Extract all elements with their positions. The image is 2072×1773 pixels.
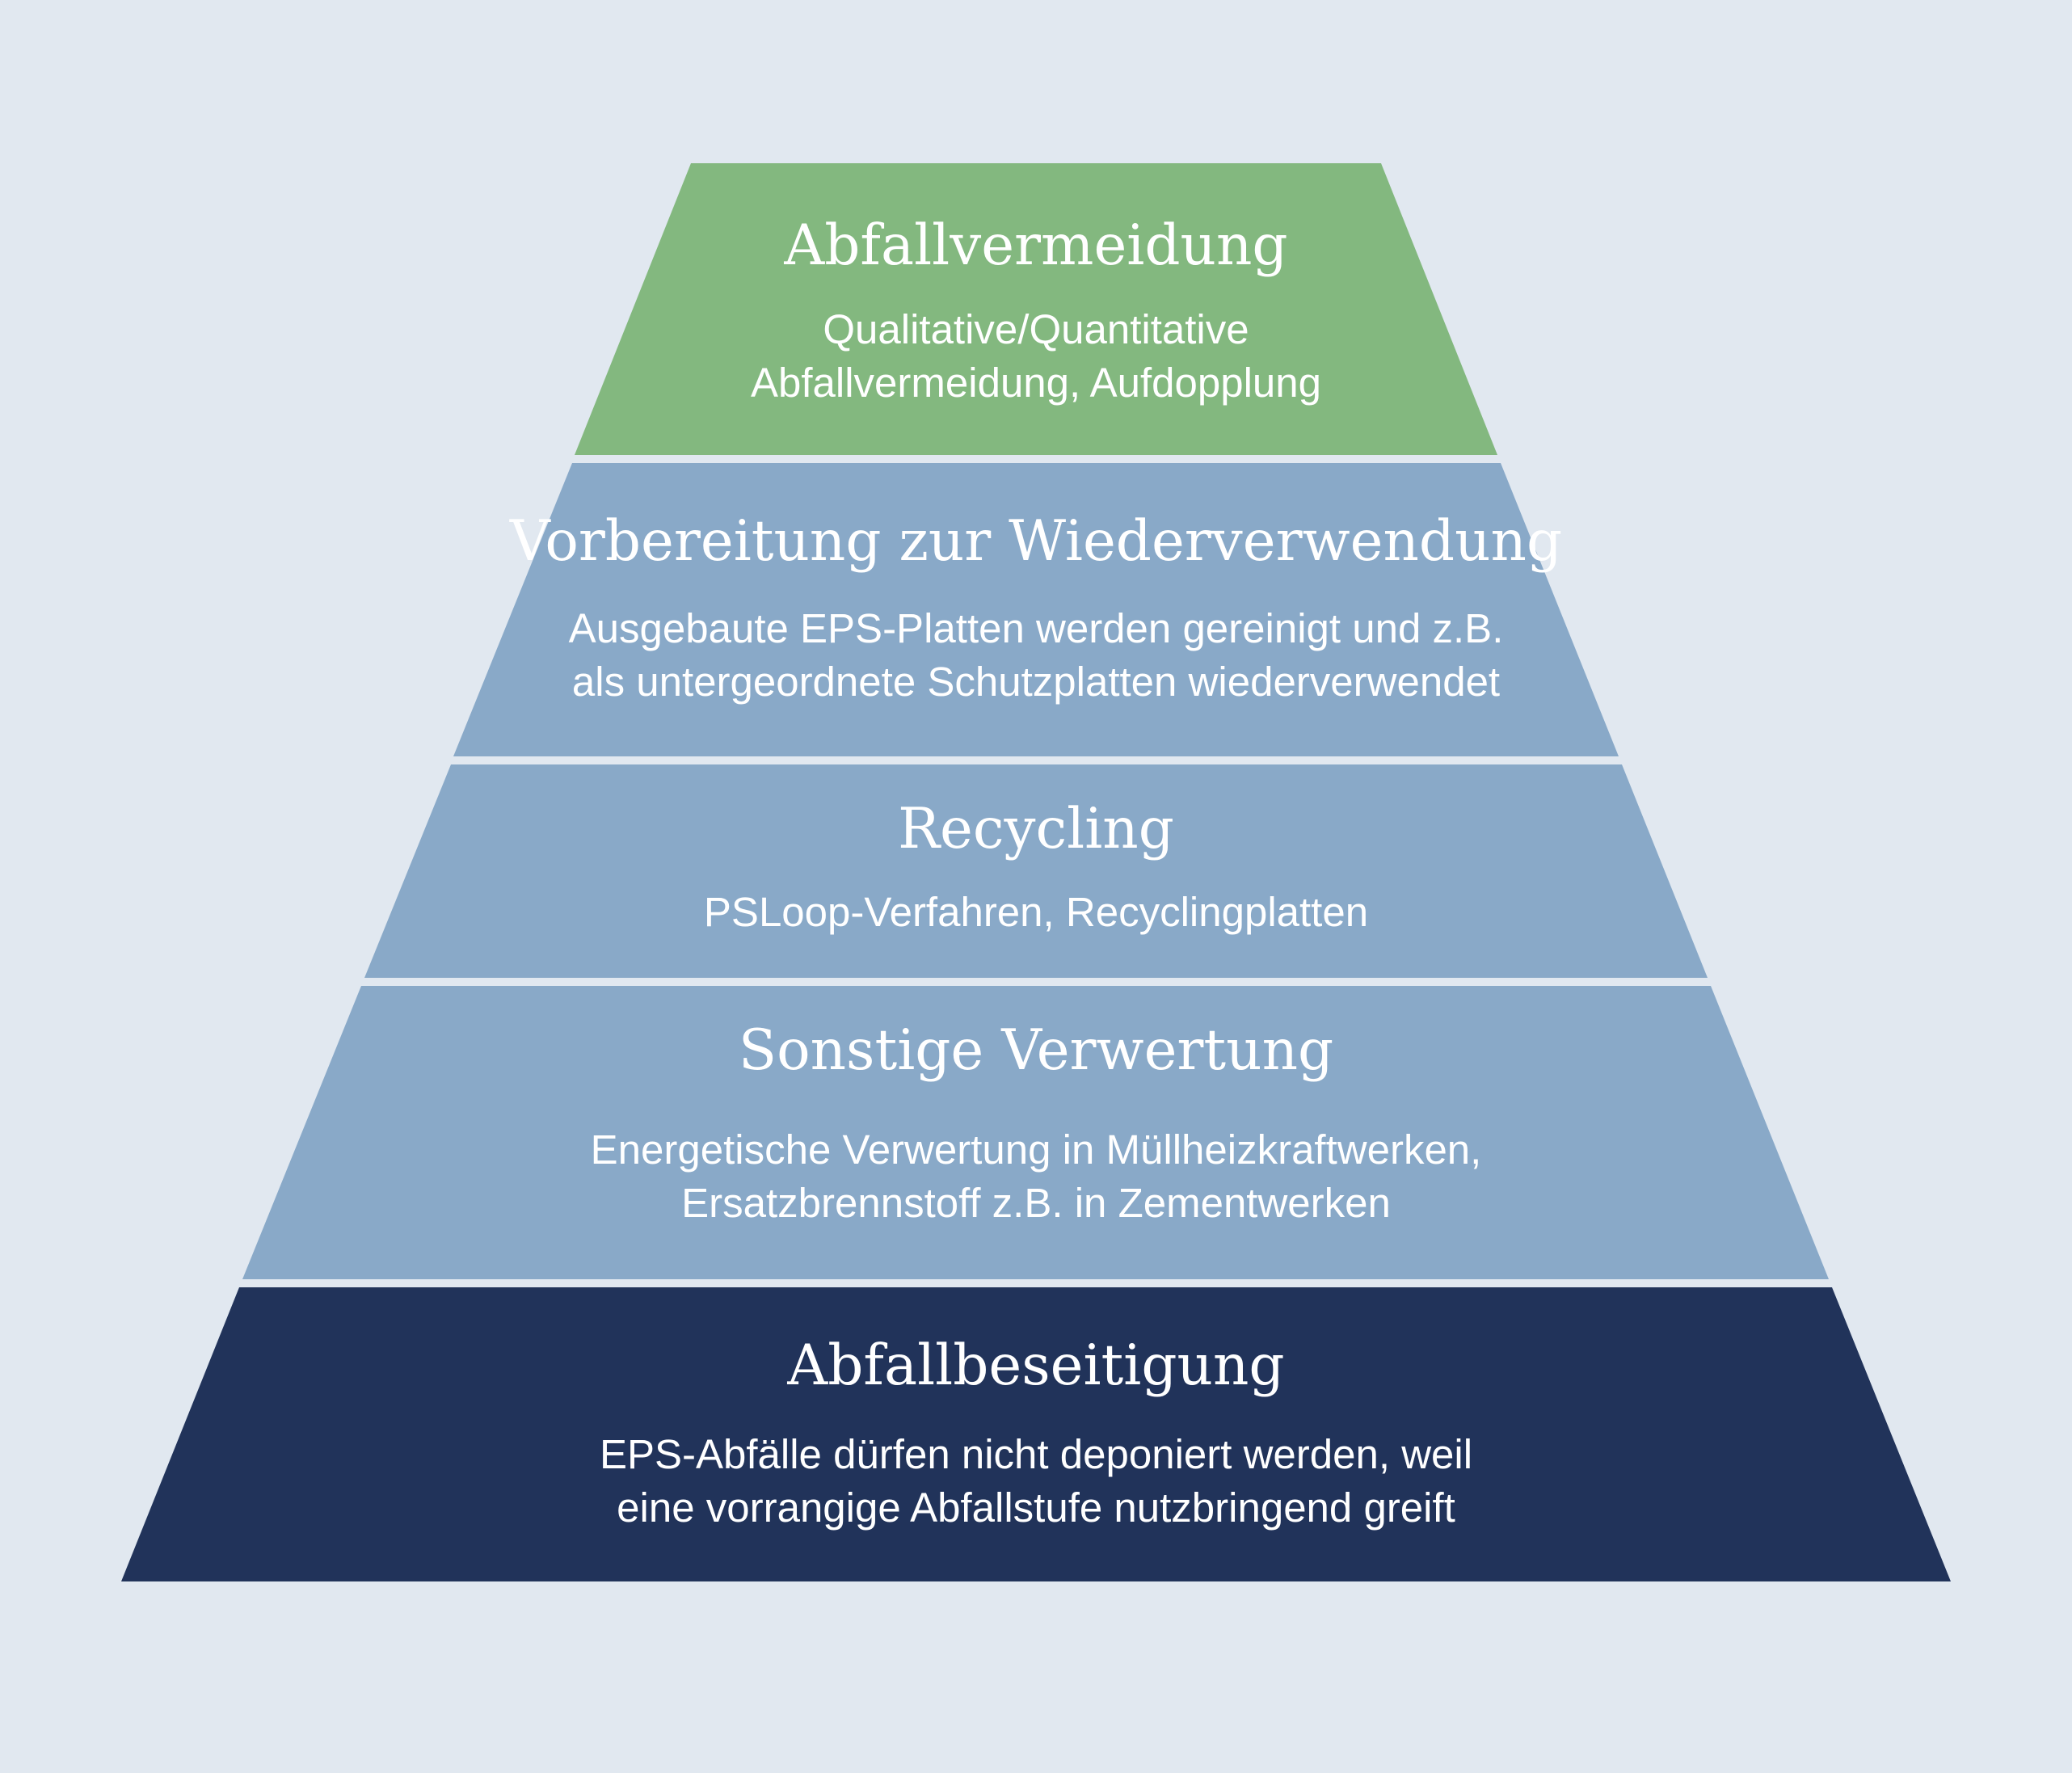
level-3-description: PSLoop-Verfahren, Recyclingplatten — [0, 886, 2072, 939]
level-1-description-line-2: Abfallvermeidung, Aufdopplung — [750, 360, 1321, 406]
level-4-description-line-1: Energetische Verwertung in Müllheizkraft… — [590, 1127, 1482, 1173]
level-3-title: Recycling — [898, 797, 1174, 861]
level-4-description: Energetische Verwertung in Müllheizkraft… — [0, 1123, 2072, 1230]
level-5-title: Abfallbeseitigung — [787, 1333, 1285, 1398]
level-1-description-line-1: Qualitative/Quantitative — [823, 306, 1249, 352]
level-2-description: Ausgebaute EPS-Platten werden gereinigt … — [0, 602, 2072, 709]
level-2-description-line-1: Ausgebaute EPS-Platten werden gereinigt … — [568, 605, 1504, 651]
level-5-description-line-2: eine vorrangige Abfallstufe nutzbringend… — [617, 1485, 1455, 1531]
level-1-description: Qualitative/Quantitative Abfallvermeidun… — [0, 303, 2072, 410]
level-4-title: Sonstige Verwertung — [738, 1018, 1334, 1083]
level-5-description: EPS-Abfälle dürfen nicht deponiert werde… — [0, 1428, 2072, 1535]
level-2-shape — [453, 463, 1619, 756]
level-4-shape — [242, 986, 1829, 1279]
level-3-description-line-1: PSLoop-Verfahren, Recyclingplatten — [703, 889, 1369, 935]
level-2-title: Vorbereitung zur Wiederverwendung — [509, 509, 1563, 574]
level-2-description-line-2: als untergeordnete Schutzplatten wiederv… — [571, 659, 1501, 705]
level-5-description-line-1: EPS-Abfälle dürfen nicht deponiert werde… — [599, 1431, 1473, 1477]
level-1-shape — [575, 163, 1497, 455]
level-4-description-line-2: Ersatzbrennstoff z.B. in Zementwerken — [681, 1180, 1391, 1226]
level-3-shape — [364, 764, 1708, 978]
level-1-title: Abfallvermeidung — [784, 213, 1288, 278]
level-5-shape — [121, 1287, 1951, 1581]
